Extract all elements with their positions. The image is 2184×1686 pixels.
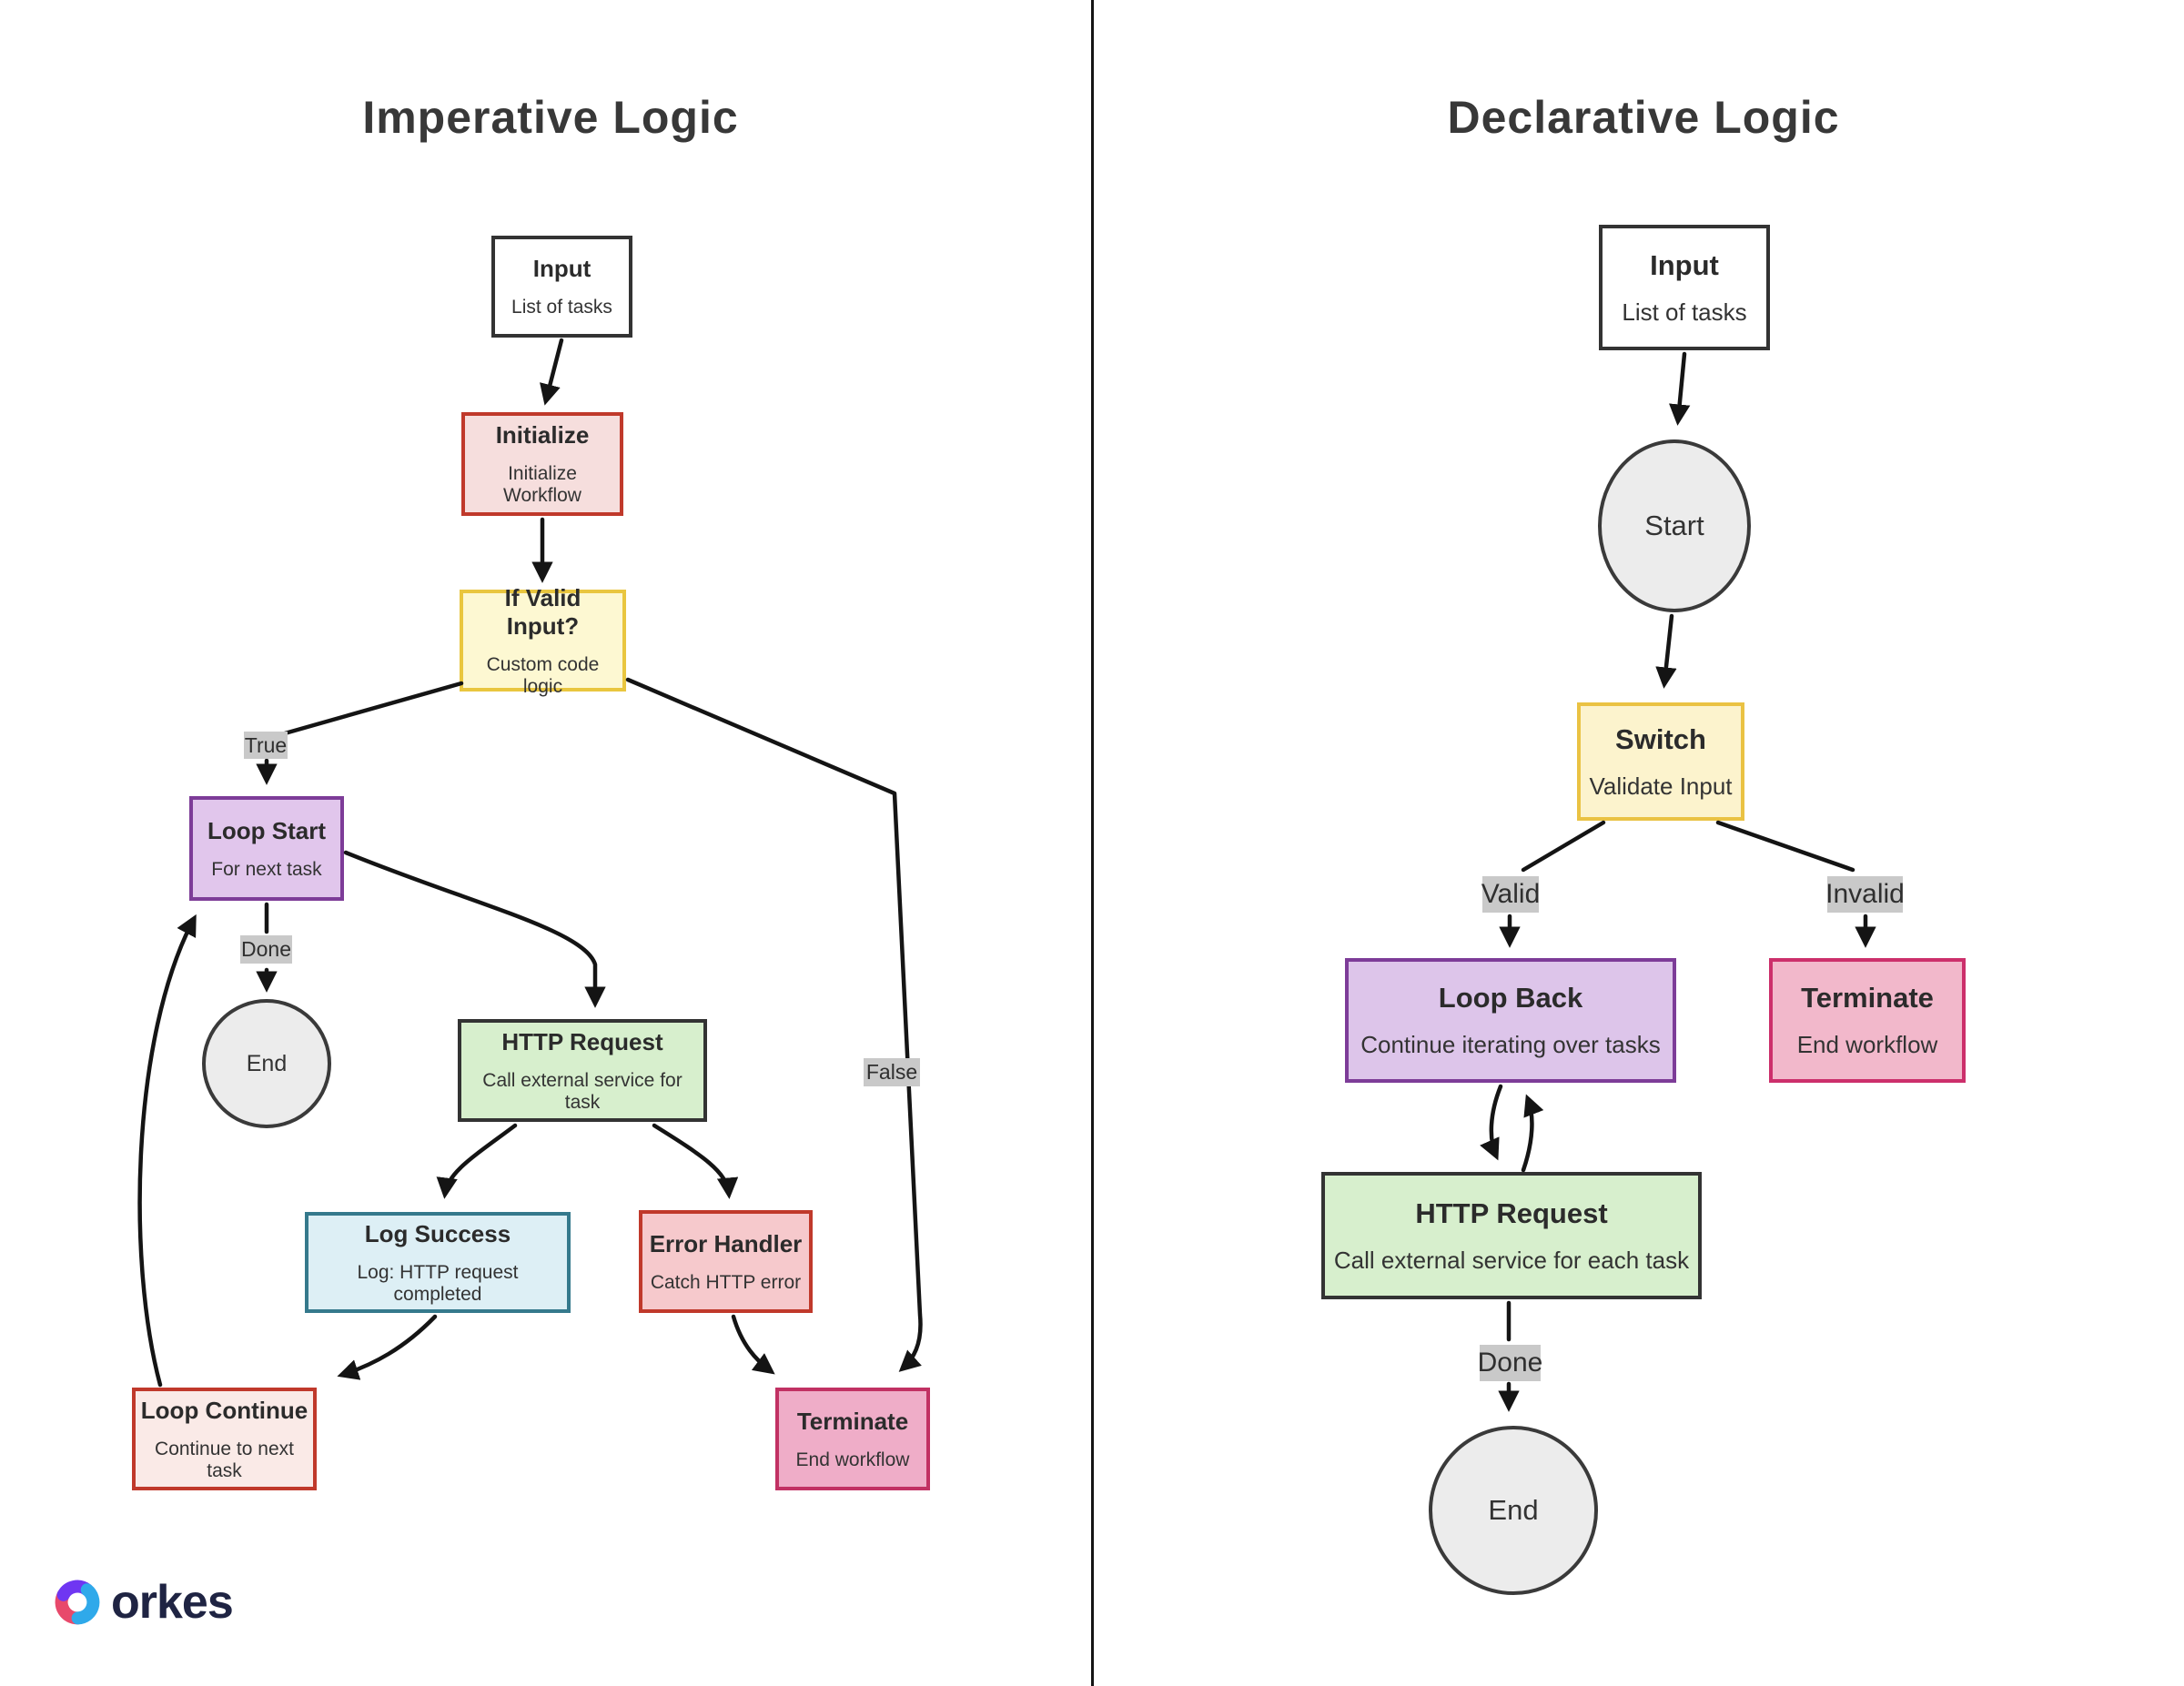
node-loop-start: Loop Start For next task [189,796,344,901]
node-title: HTTP Request [1415,1196,1608,1229]
node-title: Log Success [364,1219,511,1247]
edge-label-false: False [864,1058,920,1086]
node-title: End [246,1050,288,1076]
imperative-title: Imperative Logic [362,92,739,143]
panel-divider [1091,0,1094,1686]
node-if-valid-input: If Valid Input? Custom code logic [460,584,626,697]
node-subtitle: Catch HTTP error [650,1271,802,1293]
node-subtitle: Log: HTTP request completed [357,1261,519,1305]
node-input: Input List of tasks [491,236,632,338]
node-title: Input [1650,248,1719,281]
node-title: HTTP Request [501,1027,663,1055]
edge-input-initialize [540,338,564,406]
node-terminate: Terminate End workflow [1769,958,1966,1083]
node-title: Input [532,255,592,282]
node-subtitle: Call external service for each task [1333,1246,1690,1274]
node-title: End [1488,1494,1539,1526]
edge-http-loopback [1521,1094,1544,1173]
node-http-request: HTTP Request Call external service for t… [458,1019,707,1122]
node-title: Error Handler [649,1229,803,1257]
node-title: Switch [1615,722,1706,755]
node-input: Input List of tasks [1599,225,1770,350]
edge-label-valid: Valid [1481,876,1540,913]
node-subtitle: End workflow [1796,1031,1938,1058]
node-switch: Switch Validate Input [1577,702,1744,821]
node-end-circle: End [202,999,331,1128]
node-title: Loop Back [1438,982,1583,1014]
declarative-title: Declarative Logic [1447,92,1840,143]
edge-ifvalid-true [282,681,464,736]
edge-start-switch [1655,613,1677,689]
edge-switch-valid [1521,820,1606,873]
edge-http-errorhandler [652,1123,739,1199]
node-subtitle: Continue iterating over tasks [1360,1031,1661,1058]
edge-errorhandler-terminate [731,1314,775,1375]
edge-label-done: Done [1478,1345,1542,1381]
edge-label-invalid: Invalid [1825,876,1905,913]
node-subtitle: List of tasks [1622,298,1747,326]
edge-switch-invalid [1715,820,1855,873]
node-title: Start [1644,510,1704,541]
node-log-success: Log Success Log: HTTP request completed [305,1212,571,1313]
node-end-circle: End [1429,1426,1598,1595]
node-subtitle: Continue to next task [155,1438,294,1481]
node-initialize: Initialize Initialize Workflow [461,412,623,516]
edge-loopstart-http [343,850,606,1008]
node-subtitle: Call external service for task [482,1069,682,1113]
edge-loopback-http [1480,1084,1503,1161]
edge-label-true: True [244,732,288,759]
edge-input-start [1669,351,1691,426]
node-title: Terminate [796,1407,909,1435]
node-subtitle: Validate Input [1589,772,1733,800]
edge-logsuccess-loopcontinue [337,1314,438,1380]
node-title: Loop Start [207,816,326,844]
orkes-logo-icon [55,1580,100,1625]
node-title: Terminate [1801,982,1934,1014]
node-subtitle: End workflow [795,1449,910,1470]
node-subtitle: Initialize Workflow [503,463,581,506]
node-start-circle: Start [1598,439,1751,612]
edge-label-done: Done [240,935,292,964]
orkes-logo: orkes [51,1576,234,1629]
node-title: Initialize [495,421,590,449]
node-loop-back: Loop Back Continue iterating over tasks [1345,958,1676,1083]
node-title: If Valid Input? [504,583,581,640]
orkes-wordmark: orkes [111,1576,234,1629]
node-terminate: Terminate End workflow [775,1388,930,1490]
node-subtitle: For next task [211,858,322,880]
node-loop-continue: Loop Continue Continue to next task [132,1388,317,1490]
node-http-request: HTTP Request Call external service for e… [1321,1172,1702,1299]
edge-loopcontinue-loopstart [137,914,197,1388]
node-subtitle: List of tasks [511,297,612,318]
node-error-handler: Error Handler Catch HTTP error [639,1210,813,1313]
node-subtitle: Custom code logic [486,653,600,697]
edge-http-logsuccess [436,1123,518,1199]
node-title: Loop Continue [140,1396,308,1424]
